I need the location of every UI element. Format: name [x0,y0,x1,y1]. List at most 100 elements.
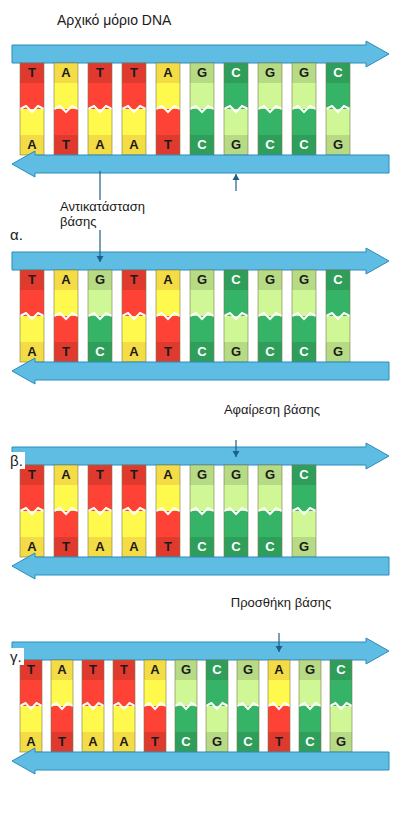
hydrogen-bond [224,106,248,112]
base-letter: C [292,467,316,483]
base-cell [292,63,316,83]
base-letter: C [258,137,282,153]
base-bar [292,63,316,109]
base-bar [326,109,350,155]
base-bar [156,63,180,109]
base-cell [292,270,316,290]
base-cell [258,342,282,362]
base-outline [258,63,282,155]
base-letter: G [224,344,248,360]
base-cell [224,537,248,557]
strand-arrow [12,553,389,579]
dna-molecule [12,41,389,177]
base-letter: C [237,734,259,750]
base-outline [82,660,104,752]
base-letter: T [82,662,104,678]
base-bar [20,511,44,557]
base-cell [330,732,352,752]
base-bar [224,511,248,557]
base-letter: A [113,734,135,750]
base-bar [268,706,290,752]
base-cell [190,537,214,557]
hydrogen-bond [292,313,316,319]
hydrogen-bond [82,703,104,709]
hydrogen-bond [20,313,44,319]
base-bar [82,660,104,706]
base-outline [20,465,44,557]
base-cell [54,465,78,485]
base-bar [156,270,180,316]
base-pair [258,63,282,155]
base-cell [292,135,316,155]
base-outline [326,270,350,362]
base-bar [20,706,42,752]
base-cell [54,342,78,362]
base-pair [258,465,282,557]
base-pair [237,660,259,752]
base-letter: G [292,65,316,81]
strand-arrow [12,358,389,384]
base-pair [268,660,290,752]
hydrogen-bond [54,106,78,112]
base-bar [190,63,214,109]
base-letter: G [224,467,248,483]
base-letter: A [156,467,180,483]
base-cell [144,660,166,680]
base-bar [88,109,112,155]
base-letter: C [292,137,316,153]
hydrogen-bond [156,106,180,112]
base-outline [144,660,166,752]
base-letter: C [206,662,228,678]
hydrogen-bond [190,106,214,112]
dna-molecule [12,248,389,384]
hydrogen-bond [258,313,282,319]
base-pair [224,63,248,155]
base-cell [82,660,104,680]
base-bar [156,316,180,362]
base-outline [224,465,248,557]
base-letter: A [54,65,78,81]
base-bar [113,706,135,752]
base-cell [206,660,228,680]
base-letter: A [54,272,78,288]
base-pair [54,63,78,155]
base-outline [258,465,282,557]
base-cell [292,537,316,557]
base-bar [190,511,214,557]
base-cell [54,537,78,557]
base-outline [237,660,259,752]
base-cell [326,135,350,155]
base-cell [258,270,282,290]
base-cell [206,732,228,752]
base-bar [88,316,112,362]
base-letter: A [122,344,146,360]
base-cell [51,660,73,680]
base-cell [156,537,180,557]
base-pair [122,465,146,557]
base-bar [20,63,44,109]
base-bar [258,465,282,511]
base-cell [20,732,42,752]
base-pair [88,63,112,155]
base-outline [190,270,214,362]
base-letter: T [54,539,78,555]
base-letter: A [20,344,44,360]
base-cell [258,465,282,485]
base-outline [54,270,78,362]
base-outline [51,660,73,752]
base-pair [51,660,73,752]
base-outline [175,660,197,752]
base-outline [54,465,78,557]
base-cell [299,732,321,752]
base-outline [54,63,78,155]
base-bar [330,706,352,752]
base-pair [156,63,180,155]
hydrogen-bond [258,106,282,112]
base-outline [156,63,180,155]
base-bar [54,465,78,511]
base-bar [88,511,112,557]
base-cell [122,342,146,362]
base-letter: G [330,734,352,750]
base-letter: C [258,539,282,555]
